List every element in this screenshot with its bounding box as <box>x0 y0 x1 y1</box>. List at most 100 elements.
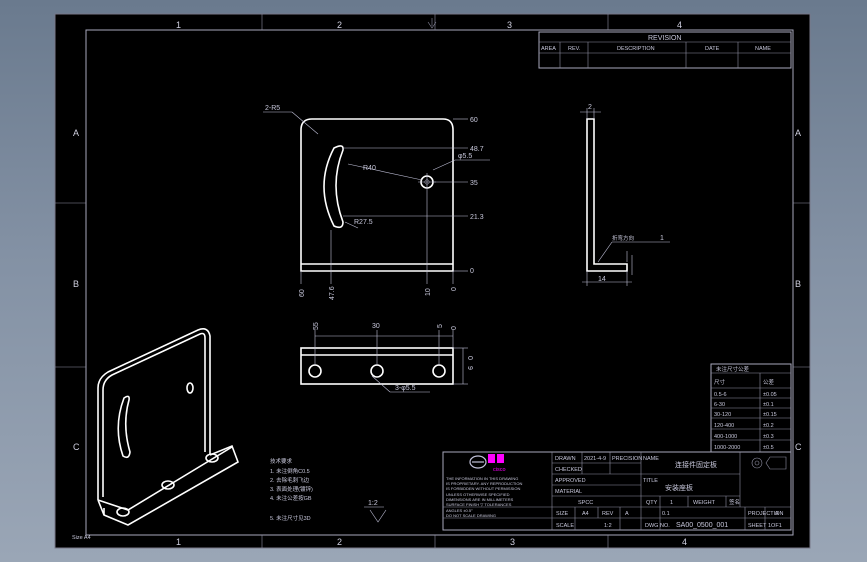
top-view[interactable]: 55 30 5 0 0 9 3-φ5.5 <box>300 322 473 393</box>
approved-label: APPROVED <box>555 478 586 484</box>
disclaimer-line-4: UNLESS OTHERWISE SPECIFIED <box>446 492 510 497</box>
company-logo: cisco <box>469 454 506 473</box>
drawing-border <box>85 29 794 536</box>
top-dim-5: 5 <box>437 324 444 328</box>
sign-label: 签名 <box>729 498 740 506</box>
zone-right-a: A <box>795 128 801 138</box>
top-side-dim-9: 9 <box>466 366 473 370</box>
side-thickness-dim: 2 <box>588 104 592 111</box>
zone-ticks <box>55 14 810 548</box>
disclaimer-text: THE INFORMATION IN THIS DRAWING IS PROPR… <box>446 476 523 518</box>
top-side-dim-0: 0 <box>466 356 473 360</box>
disclaimer-line-1: THE INFORMATION IN THIS DRAWING <box>446 476 518 481</box>
side-view[interactable]: 2 14 1 折弯方向 <box>580 104 670 286</box>
drawn-date: 2021-4-9 <box>584 456 606 462</box>
tol-value-3: ±0.15 <box>763 412 777 418</box>
dim-right-4: 0 <box>470 268 474 275</box>
revision-header-area: AREA <box>541 46 556 52</box>
disclaimer-line-7: ANGLES ±0.5° <box>446 508 473 513</box>
name-value: PRECISION <box>612 456 642 462</box>
material-value: SPCC <box>578 500 593 506</box>
tolerance-table: 未注尺寸公差 尺寸 公差 0.5-6 ±0.05 6-30 ±0.1 30-12… <box>710 363 792 453</box>
side-width-dim: 14 <box>598 276 606 283</box>
qty-value: 1 <box>670 500 673 506</box>
dim-right-3: 21.3 <box>470 214 484 221</box>
dim-bottom-2: 10 <box>425 288 432 296</box>
disclaimer-line-3: IS FORBIDDEN WITHOUT PERMISSION <box>446 486 520 491</box>
note-line-1: 1. 未注倒角C0.5 <box>270 467 310 475</box>
revision-header-rev: REV. <box>568 46 581 52</box>
zone-bottom-3: 3 <box>510 537 515 547</box>
projection-symbol-icon <box>751 456 787 470</box>
title-block[interactable]: cisco THE INFORMATION IN THIS DRAWING IS… <box>442 451 792 531</box>
drawing-sheet <box>54 13 811 549</box>
zone-top-4: 4 <box>677 20 682 30</box>
tol-range-6: 1000-2000 <box>714 445 740 451</box>
tol-value-6: ±0.5 <box>763 445 774 451</box>
weight-label: WEIGHT <box>693 500 716 506</box>
zone-bottom-1: 1 <box>176 537 181 547</box>
part-subtitle: 安装座板 <box>665 483 693 492</box>
top-dim-55: 55 <box>313 322 320 330</box>
dim-right-0: 60 <box>470 117 478 124</box>
zone-bottom-2: 2 <box>337 537 342 547</box>
title-label: TITLE <box>643 478 658 484</box>
revision-table: REVISION AREA REV. DESCRIPTION DATE NAME <box>538 31 792 69</box>
drawn-label: DRAWN <box>555 456 576 462</box>
zone-right-c: C <box>795 442 802 452</box>
iso-flange-outline <box>97 444 239 526</box>
revision-header-name: NAME <box>755 46 771 52</box>
disclaimer-line-2: IS PROPRIETARY. ANY REPRODUCTION <box>446 481 523 486</box>
size-value: A4 <box>582 511 589 517</box>
centering-mark-icon <box>427 18 437 29</box>
tol-range-5: 400-1000 <box>714 434 737 440</box>
tolerance-title: 未注尺寸公差 <box>716 365 750 373</box>
dim-bottom-3: 0 <box>451 287 458 291</box>
isometric-view[interactable] <box>97 328 239 526</box>
dim-bottom-0: 60 <box>299 289 306 297</box>
note-line-3: 3. 表面处理(镀锌) <box>270 485 313 493</box>
arc-inner-radius: R27.5 <box>354 219 373 226</box>
scale-label: SCALE <box>556 523 574 529</box>
revision-header-description: DESCRIPTION <box>617 46 655 52</box>
qty-label: QTY <box>646 500 658 506</box>
front-extension-lines <box>300 118 468 284</box>
zone-left-b: B <box>73 279 79 289</box>
tol-range-3: 30-120 <box>714 412 731 418</box>
front-view[interactable]: 2-R5 R40 R27.5 φ5.5 60 48.7 35 21.3 0 60… <box>263 105 490 300</box>
iso-hole-plate <box>186 382 194 394</box>
zone-left-a: A <box>73 128 79 138</box>
zone-labels-top: 1 2 3 4 <box>176 20 682 30</box>
zone-top-1: 1 <box>176 20 181 30</box>
zone-labels-bottom: 1 2 3 4 <box>176 537 687 547</box>
corner-radius-note: 2-R5 <box>265 105 280 112</box>
scale-mark-label: 1:2 <box>368 500 378 507</box>
top-dim-30: 30 <box>372 323 380 330</box>
zone-left-c: C <box>73 442 80 452</box>
disclaimer-line-8: DO NOT SCALE DRAWING <box>446 513 496 518</box>
material-label: MATERIAL <box>555 489 582 495</box>
dim-right-1: 48.7 <box>470 146 484 153</box>
checked-label: CHECKED <box>555 467 582 473</box>
note-line-2: 2. 去除毛刺飞边 <box>270 476 310 484</box>
zone-labels-left: A B C <box>73 128 80 452</box>
tol-value-4: ±0.2 <box>763 423 774 429</box>
iso-hole-2 <box>161 480 175 490</box>
iso-plate-outline <box>97 328 211 500</box>
iso-hole-1 <box>116 507 130 517</box>
scale-marker: 1:2 <box>364 500 387 523</box>
bend-direction-note: 折弯方向 <box>612 234 634 242</box>
notes-title: 技术要求 <box>270 457 293 465</box>
iso-hole-3 <box>205 453 219 463</box>
disclaimer-line-6: SURFACE FINISH ▽ TOLERANCES <box>446 502 512 507</box>
top-dim-0: 0 <box>451 326 458 330</box>
size-label: SIZE <box>556 511 569 517</box>
company-logo-text: cisco <box>493 467 506 473</box>
tol-value-5: ±0.3 <box>763 434 774 440</box>
iso-slot <box>117 395 131 459</box>
tol-value-2: ±0.1 <box>763 402 774 408</box>
sheet-size-label: Size A4 <box>72 535 91 541</box>
note-line-5: 5. 未注尺寸见3D <box>270 514 311 522</box>
disclaimer-line-5: DIMENSIONS ARE IN MILLIMETERS <box>446 497 514 502</box>
